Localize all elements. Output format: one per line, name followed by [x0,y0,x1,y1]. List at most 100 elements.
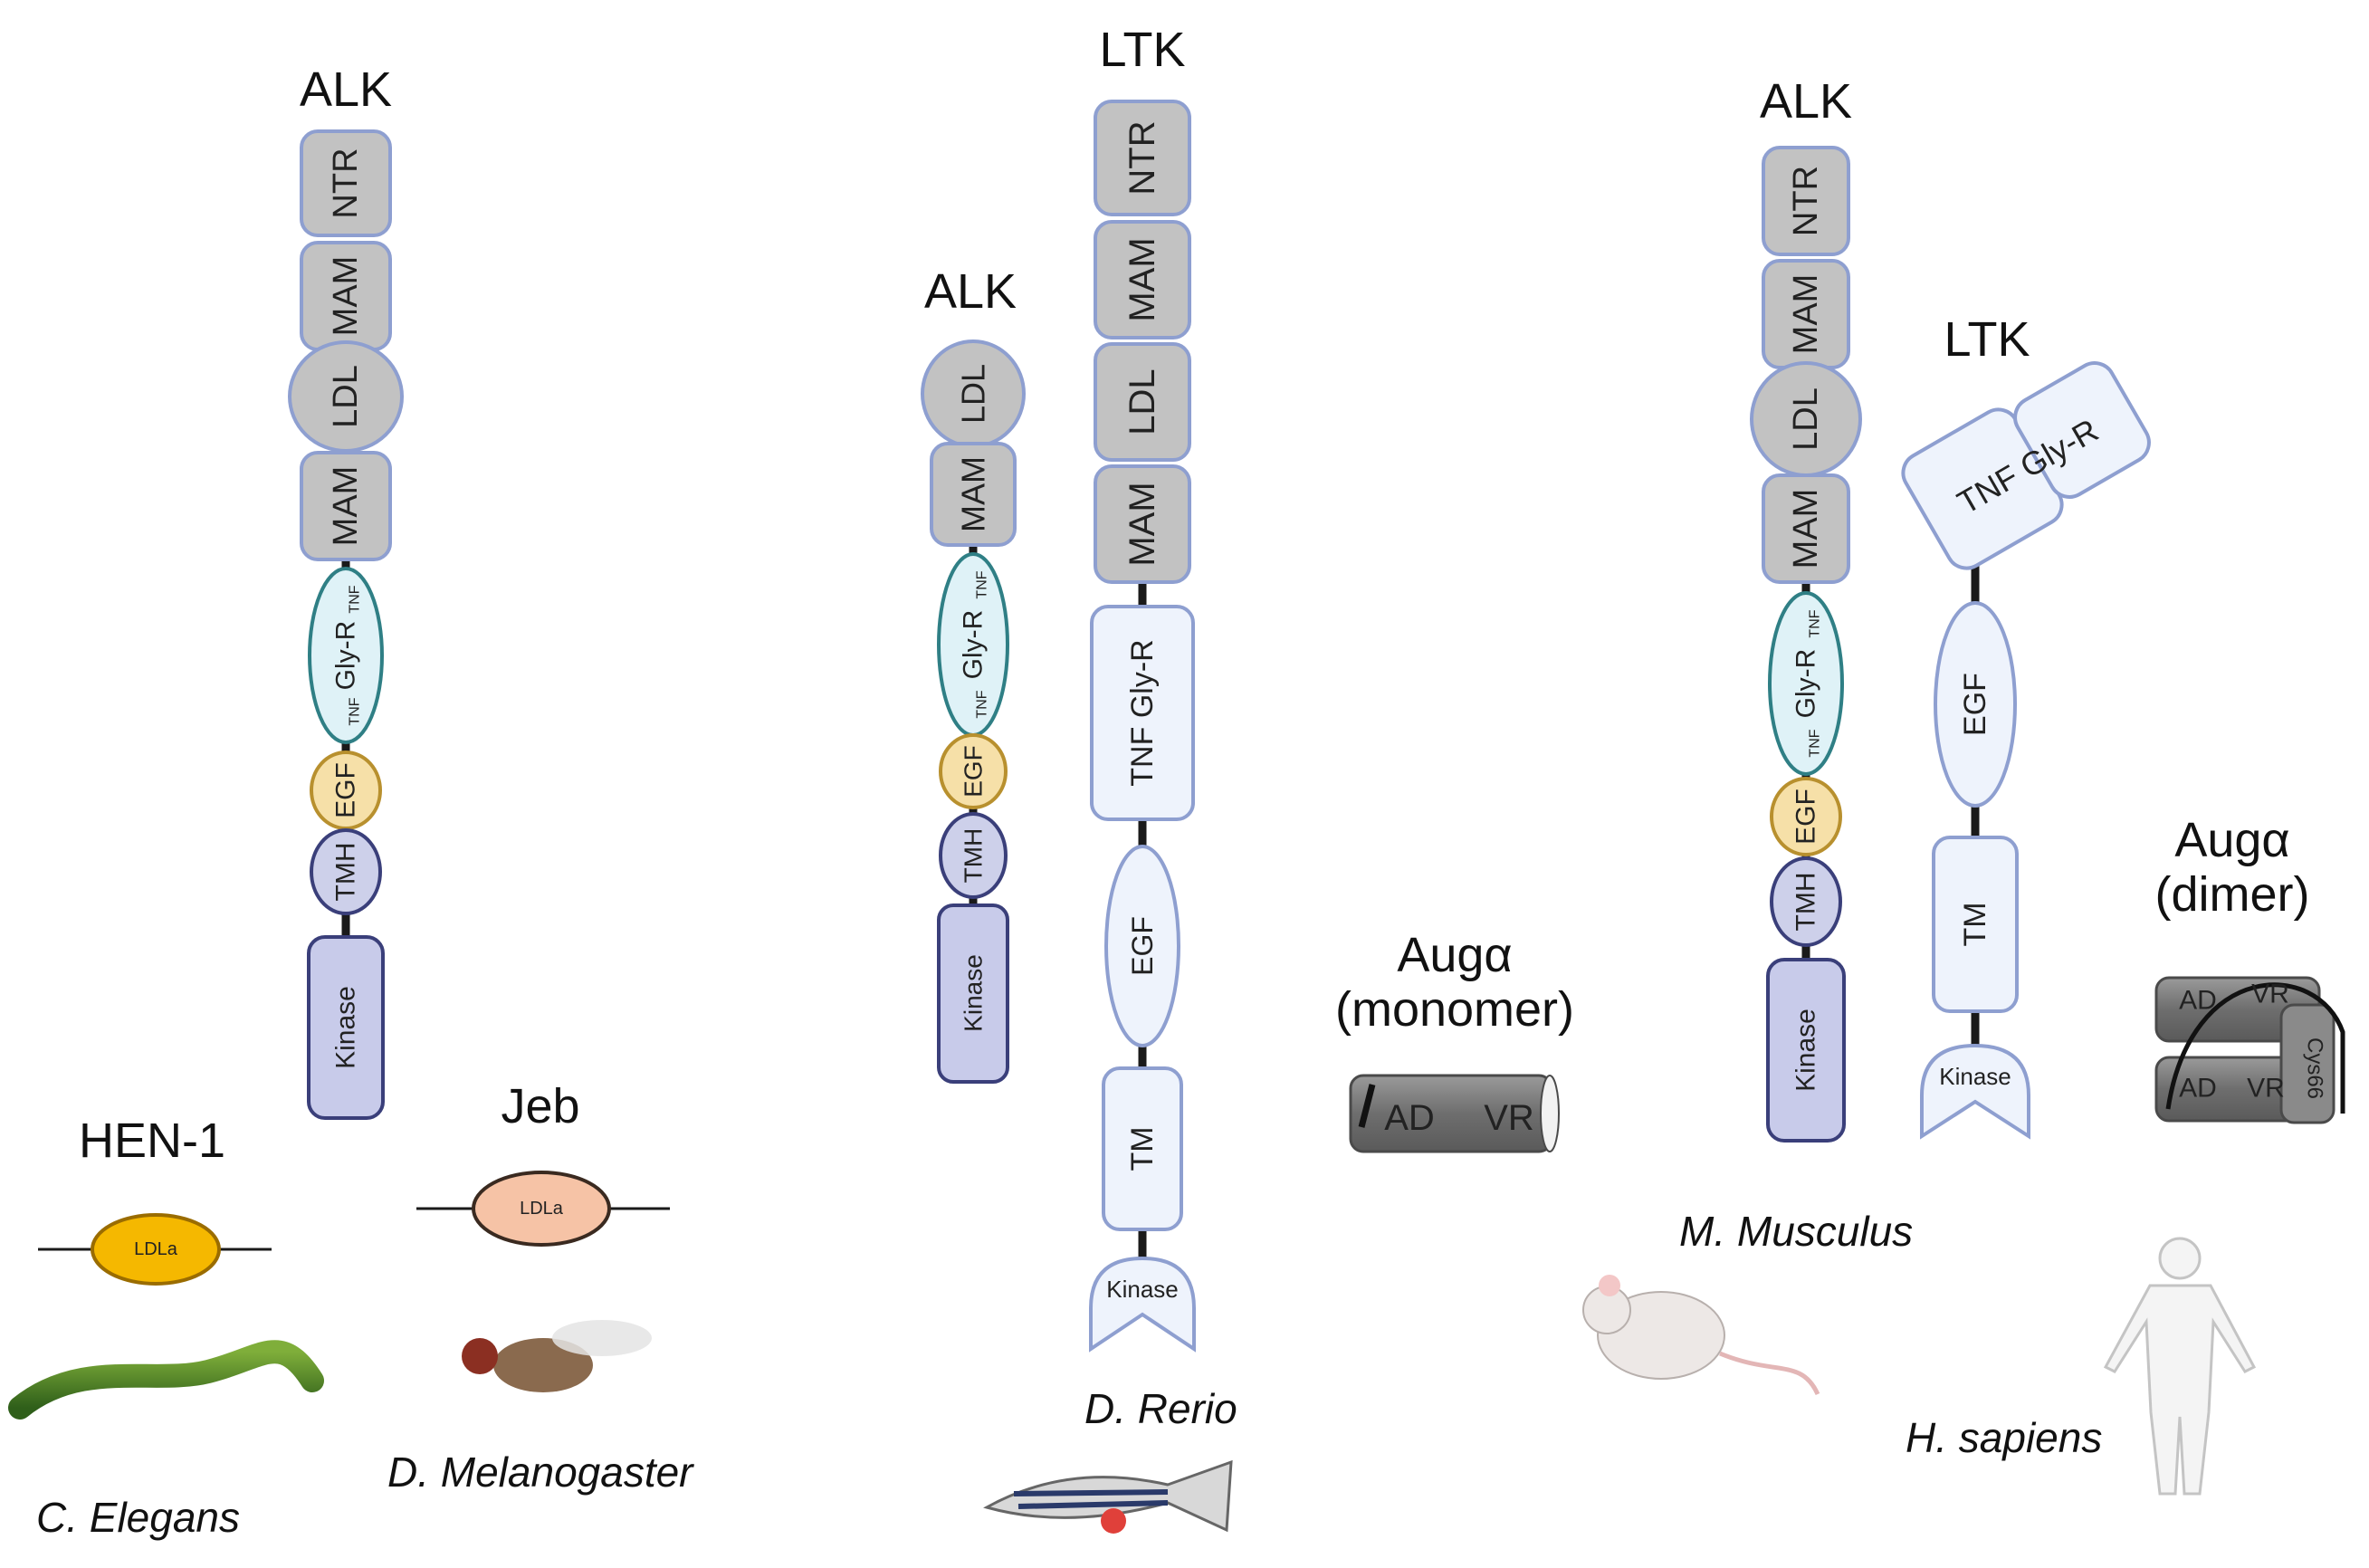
worm-illustration [8,1340,324,1420]
drerio-alk-glyr-label: Gly-R [959,610,989,680]
mmus-ltk-egf [1934,601,2017,808]
mmus-alk-tmh-label: TMH [1791,873,1821,932]
drerio-ltk-ntr [1094,100,1191,216]
hen1-ldla-label: LDLa [134,1239,178,1259]
augalpha-dimer-title: Augα (dimer) [2154,813,2310,923]
mmus-alk-ntr [1762,146,1850,256]
celegans-glyr-tnf-top: TNF [348,585,363,613]
fly-illustration [493,1338,593,1392]
zebrafish-tumor [1101,1508,1126,1534]
jeb-title: Jeb [501,1079,580,1133]
dimer-cys-block [2279,1003,2336,1124]
drerio-ltk-kinase [1089,1256,1196,1353]
dimer-ad-bottom: AD [2179,1074,2217,1104]
mmus-alk-mam-2 [1762,473,1850,584]
drerio-ltk-ldl [1094,342,1191,462]
zebrafish-ltk-title: LTK [1099,23,1186,77]
mmus-ltk-kinase-label: Kinase [1939,1063,2011,1090]
dimer-cys66-label: Cys66 [2303,1037,2327,1099]
drerio-ltk-tm [1102,1066,1183,1231]
celegans-tmh-label: TMH [331,843,361,902]
celegans-glyr-label: Gly-R [331,621,361,691]
celegans-egf-label: EGF [331,762,361,818]
human-body [2103,1284,2257,1496]
drerio-alk-mam [930,442,1017,547]
zebrafish-stripe-1 [1013,1489,1169,1496]
mmus-alk-glyr [1768,591,1844,776]
celegans-alk-title: ALK [299,62,393,117]
fly-wing [552,1320,652,1356]
drerio-alk-egf [939,733,1008,809]
mmus-alk-glyr-tnf-bottom: TNF [1808,729,1823,757]
fly-head [462,1338,498,1374]
mouse-tail [1719,1351,1820,1396]
dimer-vr-top: VR [2251,980,2289,1009]
jeb-ldla-label: LDLa [520,1199,564,1219]
drerio-alk-kinase-label: Kinase [960,954,988,1032]
drerio-alk-glyr-tnf-bottom: TNF [975,690,990,718]
mmus-ltk-egf-label: EGF [1958,673,1992,736]
drerio-ltk-mam-2-label: MAM [1122,482,1162,566]
hen1-ldla [91,1213,221,1286]
zebrafish-alk-title: ALK [923,264,1017,319]
drerio-ltk-ldl-label: LDL [1122,368,1162,435]
drerio-ltk-egf [1104,845,1180,1047]
celegans-mam-2 [300,451,392,561]
celegans-mam-1-label: MAM [327,256,365,337]
hen1-title: HEN-1 [78,1114,226,1168]
celegans-tmh [310,828,382,915]
augalpha-monomer-title: Augα (monomer) [1334,928,1575,1037]
species-mmus: M. Musculus [1679,1208,1914,1255]
mmus-alk-egf [1770,777,1842,856]
mmus-alk-ldl-label: LDL [1787,387,1825,451]
mmus-ltk-tm-label: TM [1958,902,1992,946]
monomer-vr-label: VR [1484,1098,1534,1138]
monomer-cylinder-end [1540,1075,1560,1152]
drerio-alk-mam-label: MAM [955,456,992,532]
drerio-alk-tmh-label: TMH [960,828,988,884]
mouse-alk-title: ALK [1759,74,1853,129]
dimer-ad-top: AD [2179,986,2217,1016]
celegans-mam-2-label: MAM [327,466,365,547]
mmus-ltk-tm [1932,836,2019,1013]
mmus-alk-egf-label: EGF [1791,789,1821,845]
monomer-helix-mark [1358,1084,1376,1128]
mmus-ltk-kinase [1920,1043,2030,1140]
monomer-ad-label: AD [1384,1098,1435,1138]
drerio-alk-glyr-tnf-top: TNF [975,570,990,598]
celegans-ldl-label: LDL [327,365,365,428]
species-dmel: D. Melanogaster [387,1448,693,1496]
drerio-ltk-tnf-glyr [1090,605,1195,821]
drerio-ltk-mam-1 [1094,220,1191,339]
mmus-alk-kinase [1766,958,1846,1143]
mmus-alk-glyr-label: Gly-R [1791,649,1821,719]
celegans-ntr-label: NTR [327,148,365,218]
drerio-ltk-tnf-glyr-label: TNF Gly-R [1125,639,1160,786]
celegans-ntr [300,129,392,237]
mouse-ear [1599,1275,1620,1296]
mmus-ltk-glyr-box [2013,361,2151,499]
mouse-ltk-title: LTK [1944,312,2030,367]
celegans-glyr [308,567,384,744]
species-hsap: H. sapiens [1906,1414,2103,1461]
celegans-glyr-tnf-bottom: TNF [348,697,363,725]
zebrafish-stripe-2 [1017,1500,1169,1509]
dimer-connector [2165,982,2345,1114]
drerio-ltk-egf-label: EGF [1126,916,1159,976]
drerio-ltk-mam-1-label: MAM [1122,237,1162,321]
drerio-alk-tmh [939,812,1008,899]
celegans-kinase [307,935,385,1120]
species-celegans: C. Elegans [36,1494,241,1541]
drerio-ltk-ntr-label: NTR [1122,120,1162,195]
drerio-alk-egf-label: EGF [960,745,988,798]
zebrafish-illustration [983,1459,1233,1533]
species-drerio: D. Rerio [1084,1385,1237,1432]
mmus-alk-mam-1-label: MAM [1787,274,1825,355]
mmus-alk-tmh [1770,856,1842,947]
drerio-ltk-kinase-label: Kinase [1106,1276,1179,1303]
mmus-alk-ntr-label: NTR [1787,166,1825,236]
jeb-ldla [472,1171,611,1247]
mmus-alk-kinase-label: Kinase [1791,1009,1821,1092]
mmus-alk-glyr-tnf-top: TNF [1808,609,1823,637]
drerio-ltk-tm-label: TM [1125,1126,1160,1171]
